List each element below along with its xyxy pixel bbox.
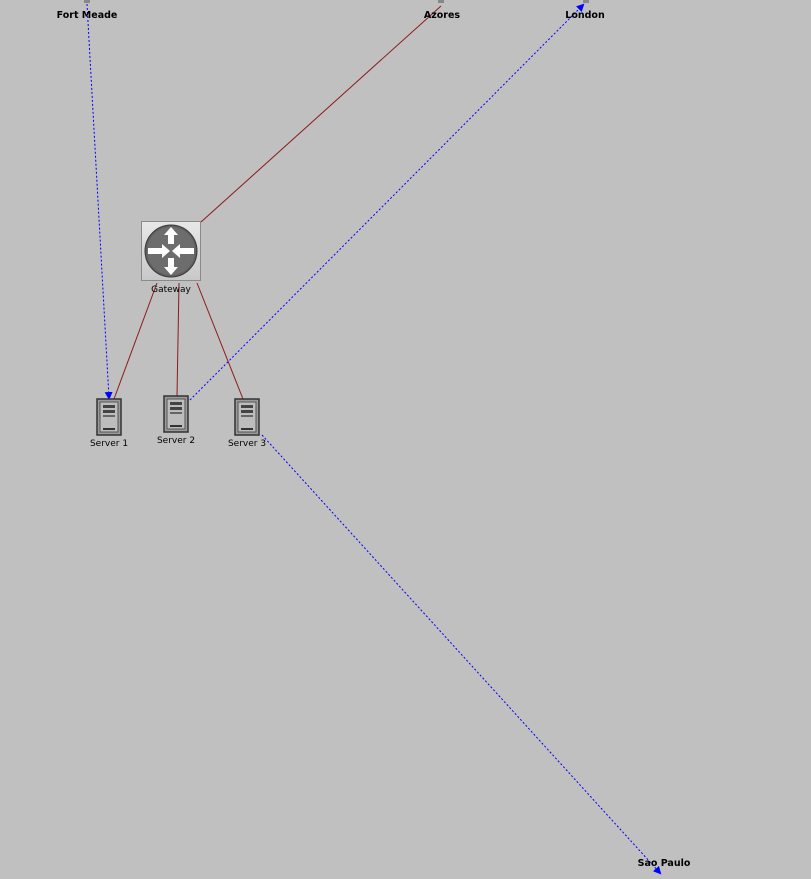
- link-gateway-server2[interactable]: [176, 282, 180, 397]
- azores-stub: [438, 0, 444, 3]
- london-label[interactable]: London: [565, 10, 605, 21]
- server-3-node[interactable]: [234, 398, 260, 436]
- azores-label[interactable]: Azores: [423, 10, 461, 21]
- fort-meade-label[interactable]: Fort Meade: [56, 10, 118, 21]
- sao-paulo-label[interactable]: Sao Paulo: [637, 858, 691, 869]
- link-gateway-server3[interactable]: [196, 282, 244, 400]
- link-gateway-server1[interactable]: [113, 282, 158, 400]
- server-2-node[interactable]: [163, 395, 189, 433]
- link-server3-saopaulo[interactable]: [261, 434, 662, 875]
- server-1-label: Server 1: [89, 439, 129, 449]
- server-1-node[interactable]: [96, 398, 122, 436]
- gateway-node[interactable]: [141, 221, 201, 281]
- server-3-label: Server 3: [227, 439, 267, 449]
- london-stub: [583, 0, 589, 3]
- server-icon: [163, 395, 189, 433]
- server-icon: [96, 398, 122, 436]
- fort-meade-stub: [84, 0, 90, 3]
- server-icon: [234, 398, 260, 436]
- link-gateway-azores[interactable]: [200, 5, 442, 223]
- link-server2-london[interactable]: [189, 3, 585, 401]
- server-2-label: Server 2: [156, 436, 196, 446]
- link-fortmeade-server1[interactable]: [86, 3, 113, 400]
- router-icon: [144, 224, 198, 278]
- gateway-label: Gateway: [151, 285, 191, 295]
